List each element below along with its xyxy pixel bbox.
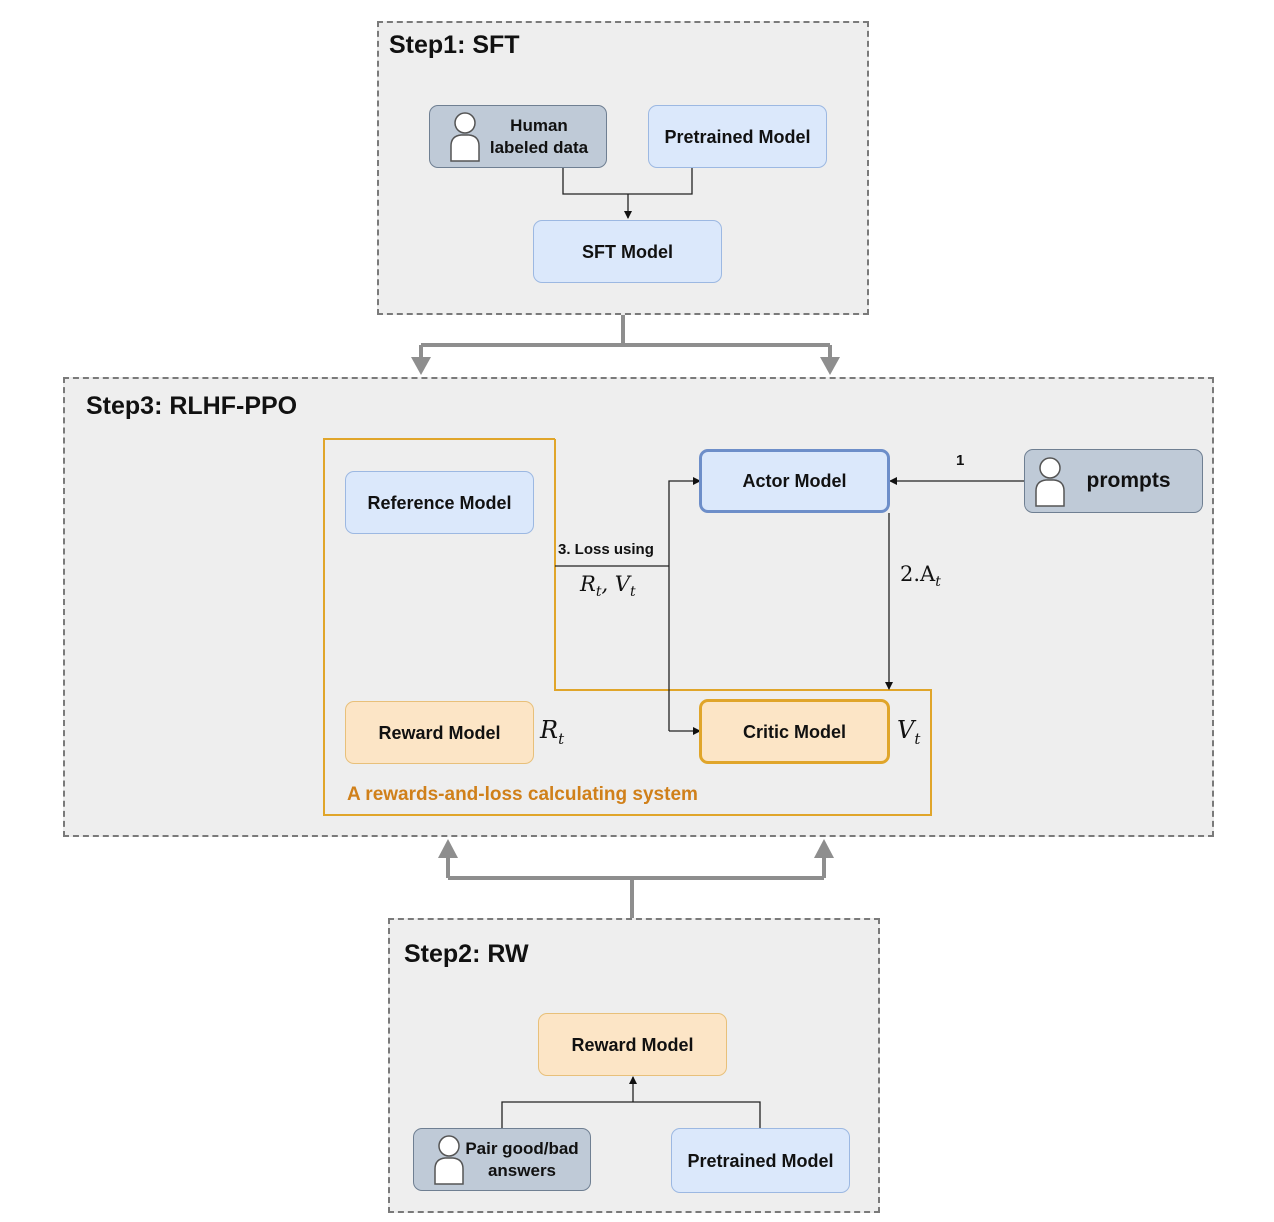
edge-1-label: 1	[956, 452, 965, 469]
actor-model-box: Actor Model	[699, 449, 890, 513]
prompts-label: prompts	[1086, 469, 1171, 492]
pretrained-model-label-step2: Pretrained Model	[687, 1150, 834, 1171]
pretrained-model-label-step1: Pretrained Model	[664, 126, 811, 147]
reward-model-label-step3: Reward Model	[378, 722, 501, 743]
reference-model-box: Reference Model	[345, 471, 534, 534]
pair-answers-label: Pair good/bad answers	[465, 1138, 579, 1180]
step1-title: Step1: SFT	[389, 31, 520, 59]
actor-model-label: Actor Model	[742, 471, 847, 491]
step2-arrowhead-left	[438, 839, 458, 858]
critic-model-box: Critic Model	[699, 699, 890, 764]
rt-sub: t	[558, 729, 565, 748]
person-icon	[1035, 457, 1065, 507]
edge-3-v-sub: t	[629, 584, 636, 601]
reference-model-label: Reference Model	[367, 492, 512, 513]
pretrained-model-box-step1: Pretrained Model	[648, 105, 827, 168]
step3-panel	[63, 377, 1214, 837]
person-icon	[450, 112, 480, 162]
reward-model-label-step2: Reward Model	[571, 1034, 694, 1055]
step2-arrowhead-right	[814, 839, 834, 858]
edge-2-sub: t	[935, 574, 941, 591]
step2-to-step3-arrows	[446, 852, 826, 918]
sft-model-label: SFT Model	[582, 241, 673, 262]
edge-3-v: , V	[601, 572, 630, 596]
edge-3-label: 3. Loss using	[558, 541, 654, 558]
vt-label: Vt	[897, 716, 920, 748]
edge-3-r: R	[580, 572, 596, 596]
edge-3-math: Rt, Vt	[580, 572, 636, 600]
step1-to-step3-arrows	[419, 315, 832, 365]
step3-title: Step3: RLHF-PPO	[86, 392, 298, 420]
vt-sub: t	[914, 729, 921, 748]
person-icon	[434, 1135, 464, 1185]
rt-text: R	[540, 716, 559, 744]
edge-2-text: 2.A	[900, 562, 936, 586]
vt-text: V	[897, 716, 915, 744]
pretrained-model-box-step2: Pretrained Model	[671, 1128, 850, 1193]
human-labeled-data-label: Human labeled data	[489, 115, 589, 157]
reward-model-box-step3: Reward Model	[345, 701, 534, 764]
step1-arrowhead-right	[820, 357, 840, 375]
sft-model-box: SFT Model	[533, 220, 722, 283]
step2-title: Step2: RW	[404, 940, 529, 968]
rewards-system-caption: A rewards-and-loss calculating system	[347, 784, 698, 805]
edge-2-label: 2.At	[900, 562, 941, 590]
rt-label: Rt	[540, 716, 564, 748]
reward-model-box-step2: Reward Model	[538, 1013, 727, 1076]
step1-arrowhead-left	[411, 357, 431, 375]
critic-model-label: Critic Model	[742, 721, 846, 742]
